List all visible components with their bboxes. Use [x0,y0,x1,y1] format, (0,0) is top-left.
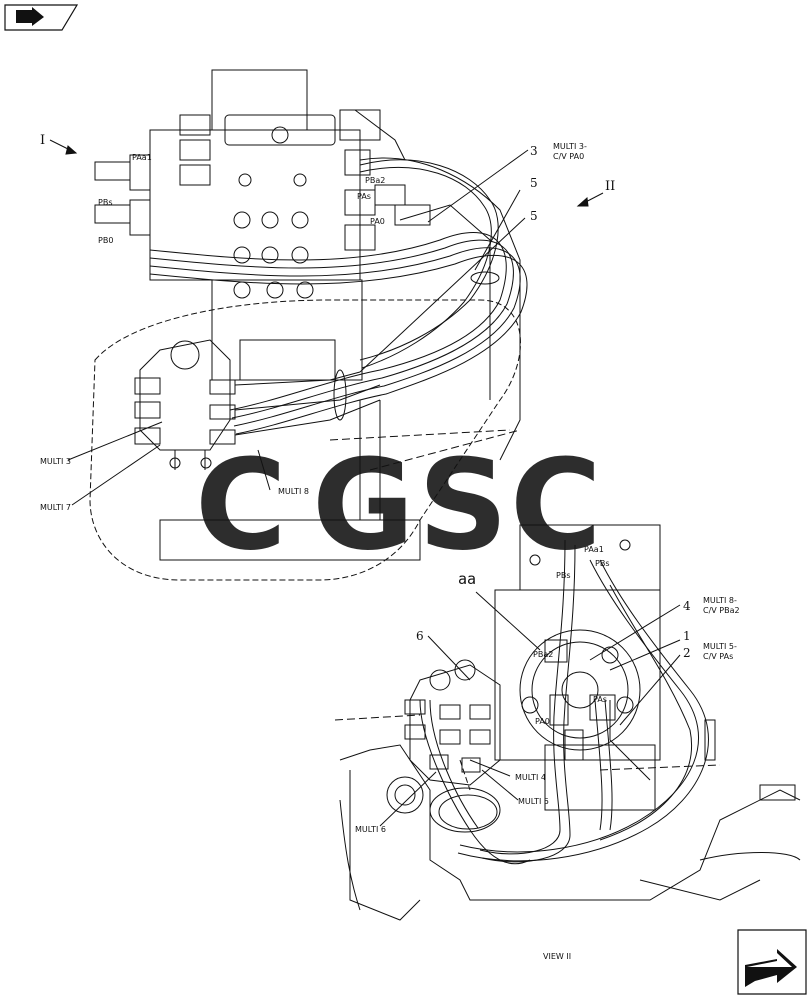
label-multi3-cv-2: C/V PA0 [553,152,584,161]
labels: I II 3 5 5 4 1 2 6 MULTI 3- C/V PA0 MULT… [40,133,740,961]
next-page-button[interactable] [737,929,807,995]
previous-page-button[interactable] [4,4,78,31]
view-marker-ii: II [605,179,615,194]
callout-1: 1 [683,629,691,643]
watermark-letter: S [418,433,508,578]
port-label-pas-lower: PAs [593,695,607,704]
label-aa: aa [458,570,476,588]
back-arrow-icon [4,4,78,31]
callout-4: 4 [683,599,691,613]
watermark-letter: C [195,433,287,578]
lower-assembly [334,524,801,921]
label-multi8-cv-2: C/V PBa2 [703,606,740,615]
label-multi8-cv-1: MULTI 8- [703,596,737,605]
port-label-pbs-lower: PBs [595,559,609,568]
watermark-letter: C [510,433,602,578]
port-label-pbs: PBs [98,198,112,207]
port-label-pba2: PBa2 [365,176,385,185]
label-multi4: MULTI 4 [515,773,546,782]
view-label: VIEW II [543,952,571,961]
callout-5-lower: 5 [530,209,538,223]
upper-assembly [49,69,604,581]
label-multi5-cv-1: MULTI 5- [703,642,737,651]
port-label-pas: PAs [357,192,371,201]
port-label-pbs-lower-2: PBs [556,571,570,580]
watermark: C G S C [195,433,602,578]
port-label-pa0: PA0 [370,217,385,226]
port-label-pa0-lower: PA0 [535,717,550,726]
view-marker-i: I [40,133,45,148]
label-multi7: MULTI 7 [40,503,71,512]
port-label-pb0: PB0 [98,236,113,245]
callout-5-upper: 5 [530,176,538,190]
label-multi3: MULTI 3 [40,457,71,466]
forward-arrow-icon [737,929,807,995]
label-multi6: MULTI 6 [355,825,386,834]
callout-6: 6 [416,629,424,643]
port-label-pa1: PAa1 [132,153,152,162]
port-label-pba2-lower: PBa2 [533,650,553,659]
label-multi5: MULTI 5 [518,797,549,806]
callout-3: 3 [530,144,538,158]
label-multi5-cv-2: C/V PAs [703,652,733,661]
port-label-pa1-lower: PAa1 [584,545,604,554]
watermark-letter: G [312,433,415,578]
label-multi3-cv-1: MULTI 3- [553,142,587,151]
label-multi8: MULTI 8 [278,487,309,496]
callout-2: 2 [683,646,691,660]
